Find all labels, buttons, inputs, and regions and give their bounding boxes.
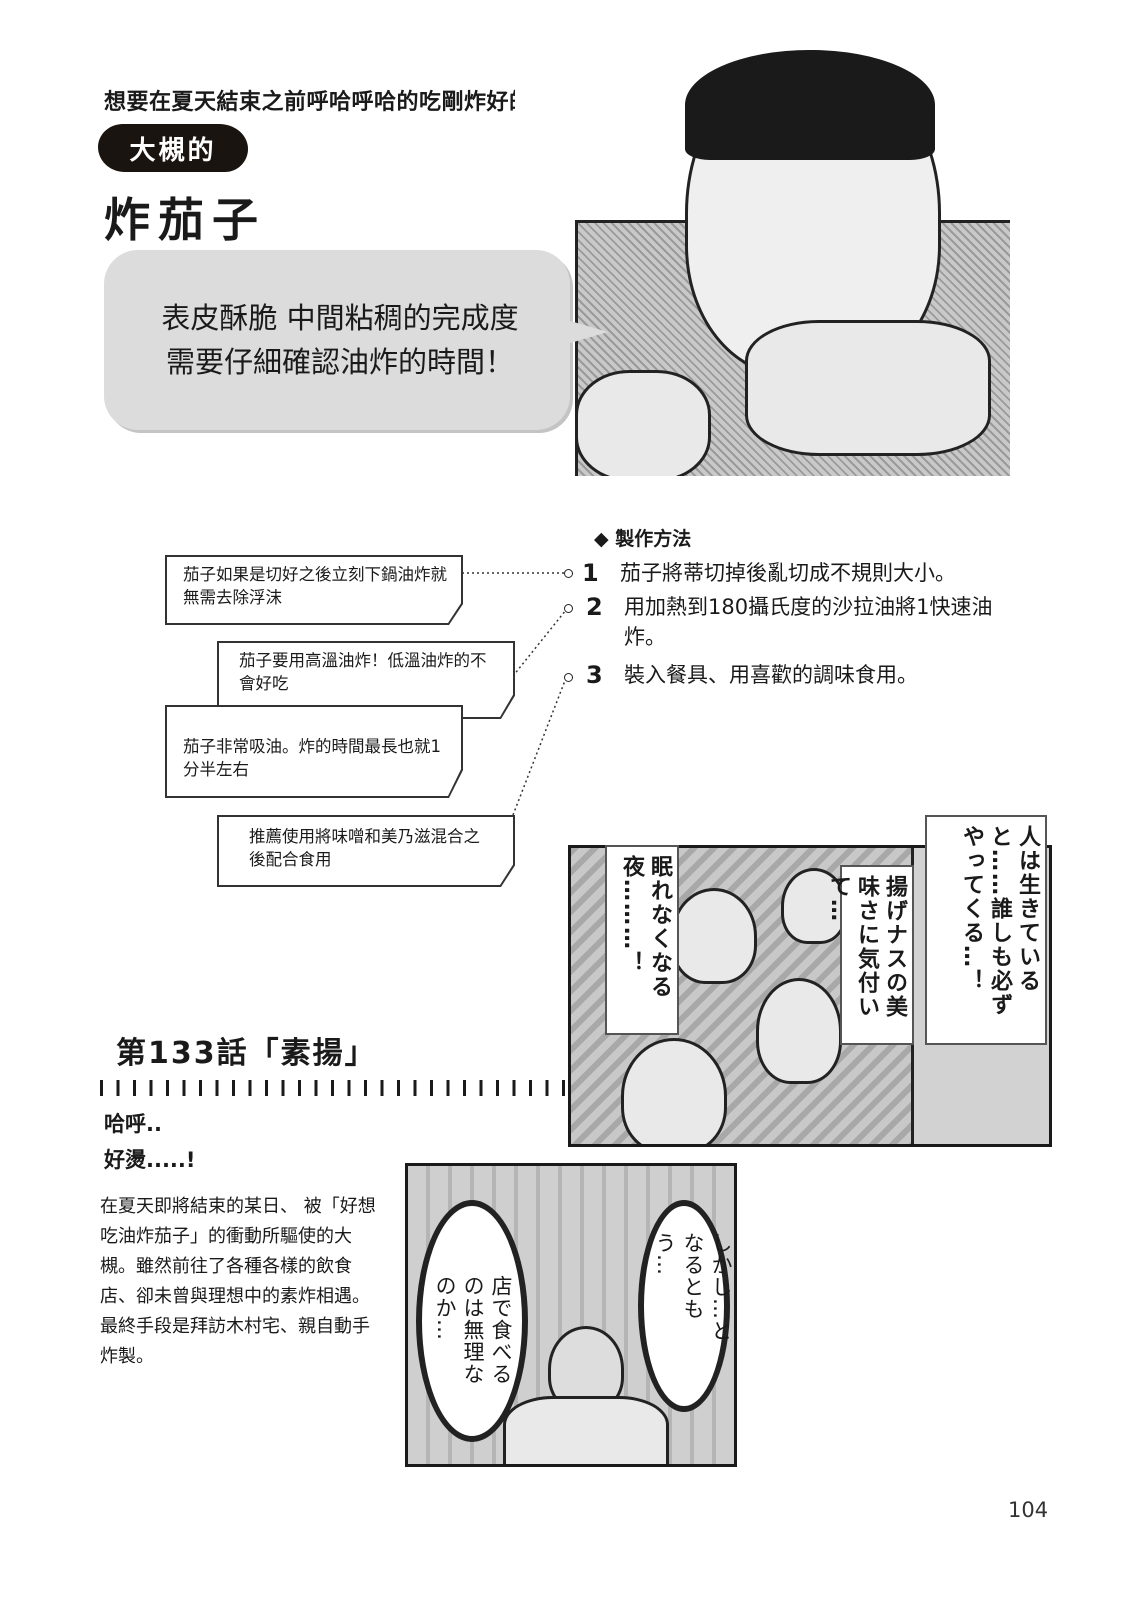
step-text: 用加熱到180攝氏度的沙拉油將1快速油炸。 [624, 595, 993, 649]
caption-vertical: しかし…となるともう… [653, 1232, 733, 1342]
recipe-step: 3 裝入餐具、用喜歡的調味食用。 [586, 660, 1026, 692]
page-title: 炸茄子 [104, 193, 266, 247]
recipe-step: 1 茄子將蒂切掉後亂切成不規則大小。 [582, 558, 1022, 590]
exclamation: 哈呼.. 好燙.....! [104, 1106, 195, 1178]
caption-vertical: 揚げナスの美味さに気付いて… [826, 865, 914, 1045]
character-badge: 大槻的 [98, 124, 248, 172]
connector-dot [564, 604, 573, 613]
tip-text: 茄子如果是切好之後立刻下鍋油炸就無需去除浮沫 [167, 557, 461, 623]
caption-vertical: 人は生きていると……誰しも必ずやってくる…！ [925, 815, 1047, 1045]
speech-bubble [104, 250, 570, 430]
tip-text: 茄子要用高溫油炸！低溫油炸的不會好吃 [219, 643, 513, 717]
step-number: 3 [586, 661, 603, 689]
page-number: 104 [1008, 1498, 1049, 1522]
manga-panel-street [405, 1163, 737, 1467]
bubble-line: 表皮酥脆 中間粘稠的完成度 [161, 301, 519, 335]
caption-vertical: 店で食べるのは無理なのか… [433, 1275, 513, 1385]
speech-bubble-tail [560, 318, 608, 346]
speech-bubble-text: 表皮酥脆 中間粘稠的完成度 需要仔細確認油炸的時間！ [130, 296, 550, 384]
subtitle: 想要在夏天結束之前呼哈呼哈的吃剛炸好的 [104, 90, 532, 115]
bubble-line: 需要仔細確認油炸的時間！ [165, 345, 514, 379]
chapter-title: 第133話「素揚」 [116, 1036, 377, 1071]
tip-box: 茄子非常吸油。炸的時間最長也就1分半左右 [165, 705, 463, 798]
caption-vertical: 眠れなくなる夜………！ [605, 845, 679, 1035]
chapter-summary: 在夏天即將結束的某日、 被「好想吃油炸茄子」的衝動所驅使的大槻。雖然前往了各種各… [100, 1196, 376, 1367]
recipe-heading: ◆ 製作方法 [594, 528, 692, 550]
connector-dot [564, 673, 573, 682]
tip-text: 茄子非常吸油。炸的時間最長也就1分半左右 [167, 707, 461, 796]
tip-text: 推薦使用將味噌和美乃滋混合之後配合食用 [219, 817, 513, 885]
tick-divider [100, 1080, 566, 1096]
tip-box: 茄子如果是切好之後立刻下鍋油炸就無需去除浮沫 [165, 555, 463, 625]
connector-dot [564, 569, 573, 578]
tip-connectors [462, 572, 567, 816]
step-text: 茄子將蒂切掉後亂切成不規則大小。 [620, 561, 956, 585]
tip-box: 推薦使用將味噌和美乃滋混合之後配合食用 [217, 815, 515, 887]
exclaim-line: 好燙.....! [104, 1148, 196, 1172]
exclaim-line: 哈呼.. [104, 1112, 162, 1136]
step-text: 裝入餐具、用喜歡的調味食用。 [624, 663, 918, 687]
manga-illustration-top [515, 40, 1010, 476]
step-number: 2 [586, 593, 603, 621]
recipe-step: 2 用加熱到180攝氏度的沙拉油將1快速油炸。 [586, 592, 1026, 654]
step-number: 1 [582, 559, 599, 587]
